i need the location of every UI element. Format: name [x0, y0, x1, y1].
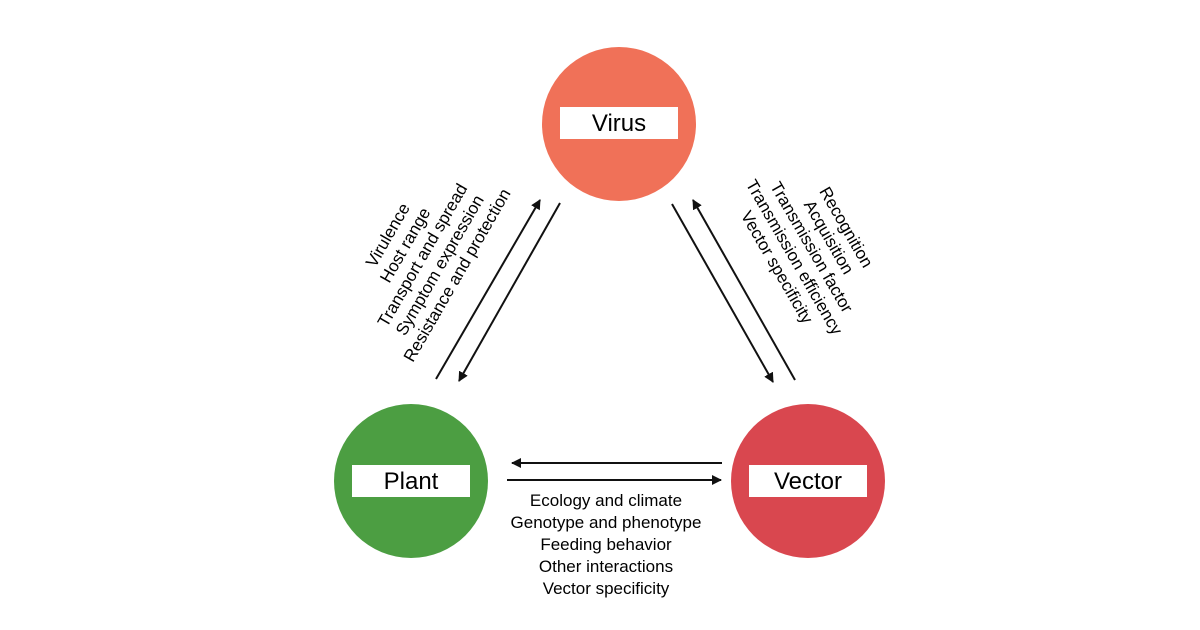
virus-label-box	[560, 107, 678, 139]
arrow-vector-to-virus	[692, 199, 796, 381]
vector-label-box	[749, 465, 867, 497]
factor-genotype-and-phenotype: Genotype and phenotype	[511, 513, 702, 532]
factor-ecology-and-climate: Ecology and climate	[530, 491, 682, 510]
plant-node: Plant	[334, 404, 488, 558]
plant-vector-factors: Ecology and climate Genotype and phenoty…	[511, 491, 702, 598]
virus-label: Virus	[592, 110, 646, 137]
virus-vector-factors: Recognition Acquisition Transmission fac…	[737, 176, 877, 338]
plant-label: Plant	[384, 468, 439, 495]
factor-feeding-behavior: Feeding behavior	[540, 535, 672, 554]
plant-label-box	[352, 465, 470, 497]
factor-other-interactions: Other interactions	[539, 557, 673, 576]
factor-vector-specificity-bottom: Vector specificity	[543, 579, 670, 598]
arrow-plant-to-virus	[435, 199, 541, 380]
arrow-virus-to-plant	[458, 202, 561, 382]
vector-node: Vector	[731, 404, 885, 558]
virus-node: Virus	[542, 47, 696, 201]
arrow-virus-to-vector	[671, 203, 774, 383]
vector-label: Vector	[774, 468, 842, 495]
